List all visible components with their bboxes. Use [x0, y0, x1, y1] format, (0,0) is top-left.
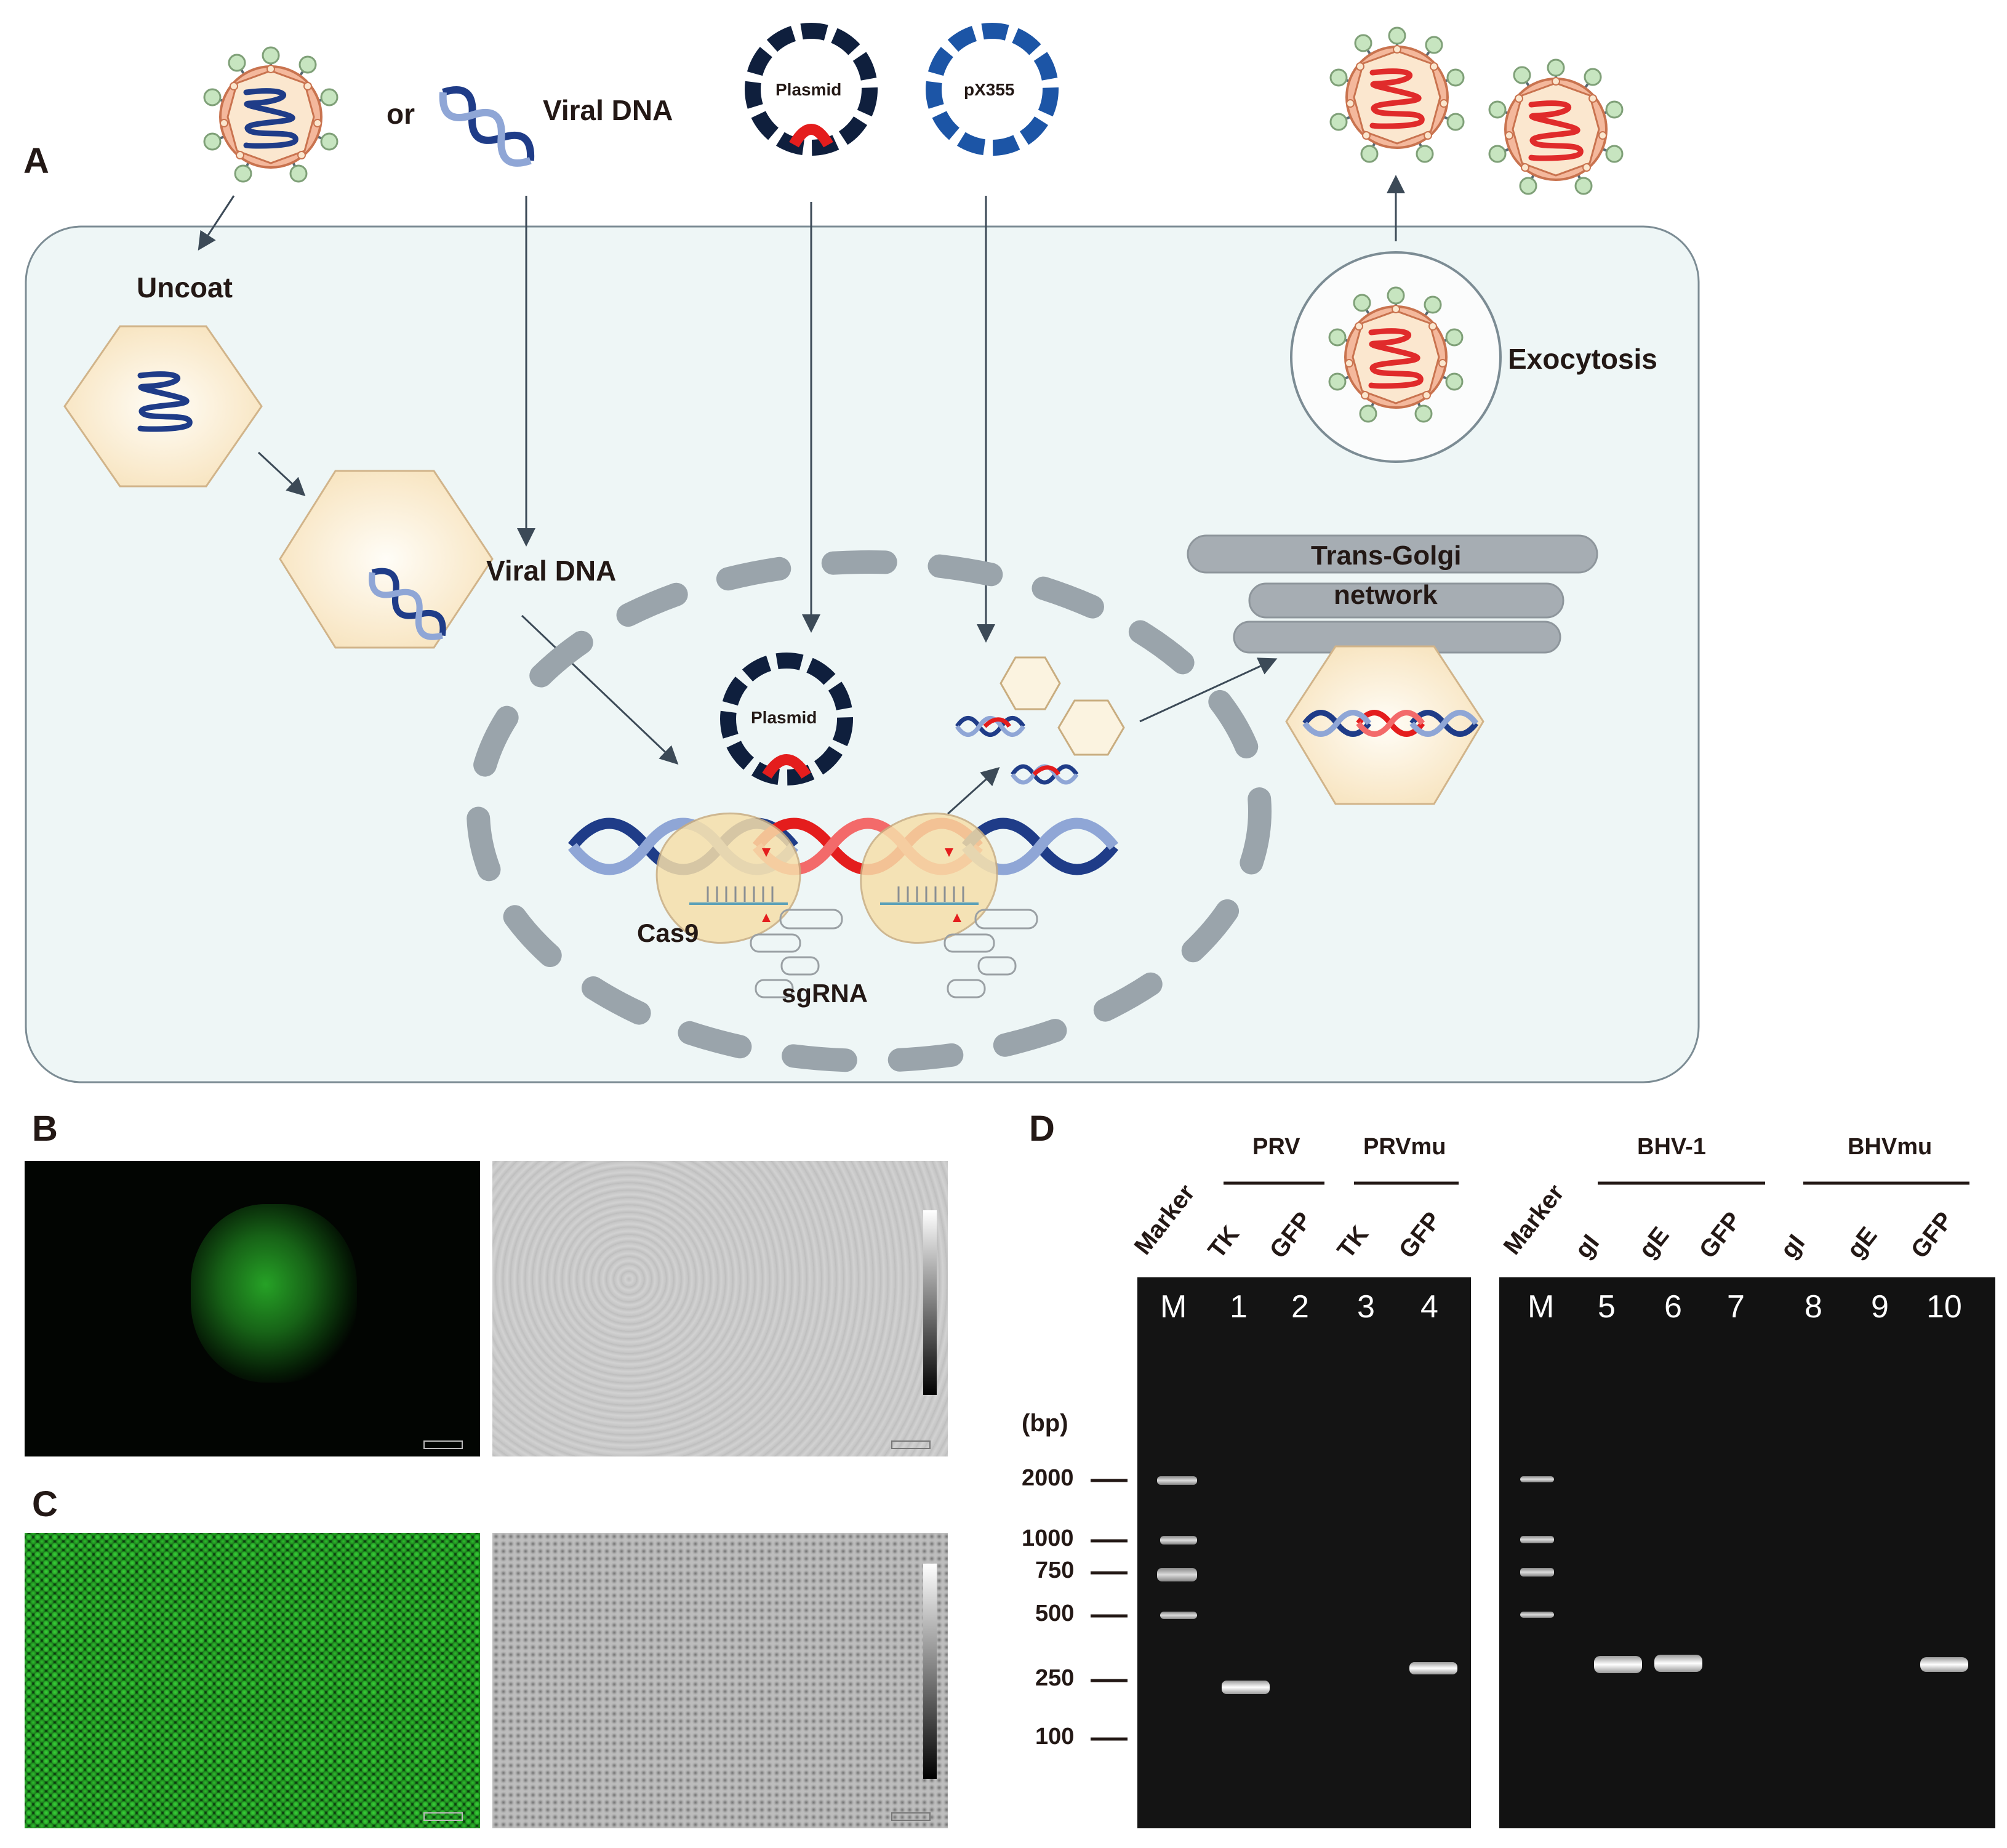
group-prvmu: PRVmu [1363, 1134, 1446, 1160]
panel-d-letter: D [1029, 1109, 1055, 1149]
gel-1 [1137, 1277, 1471, 1828]
gel2-lane-6: 6 [1664, 1289, 1682, 1325]
uncoat-label: Uncoat [137, 271, 233, 303]
network-label: network [1334, 580, 1438, 610]
scale-bar [891, 1812, 931, 1821]
ladder-1000: 1000 [1022, 1525, 1074, 1551]
px355-label: pX355 [964, 80, 1015, 99]
panel-b-fluorescence-image [25, 1161, 480, 1456]
scale-bar [423, 1440, 463, 1449]
gel1-lane-3: 3 [1357, 1289, 1375, 1325]
gel1-lane-m: M [1160, 1289, 1187, 1325]
gel1-lane-4: 4 [1420, 1289, 1438, 1325]
intensity-colorbar [923, 1564, 937, 1779]
scale-bar [891, 1440, 931, 1449]
ladder-500: 500 [1035, 1601, 1075, 1626]
gel2-lane-10: 10 [1926, 1289, 1962, 1325]
trans-golgi-label: Trans-Golgi [1311, 540, 1462, 571]
fluorescent-plaque [191, 1204, 357, 1383]
intensity-colorbar [923, 1210, 937, 1395]
bp-unit-label: (bp) [1022, 1410, 1068, 1437]
viral-dna-top-label: Viral DNA [543, 94, 673, 126]
plasmid-nucleus-label: Plasmid [751, 708, 817, 727]
ladder-2000: 2000 [1022, 1465, 1074, 1491]
group-prv: PRV [1252, 1134, 1300, 1160]
panel-c-fluorescence-image [25, 1533, 480, 1828]
panel-a-letter: A [23, 141, 49, 181]
fluorescent-cells [25, 1533, 480, 1828]
gel-2 [1499, 1277, 1995, 1828]
panel-c-brightfield-image [492, 1533, 948, 1828]
gel1-lane-1: 1 [1230, 1289, 1248, 1325]
plasmid-top-label: Plasmid [775, 80, 842, 99]
panel-b-letter: B [32, 1109, 58, 1149]
gel2-lane-5: 5 [1598, 1289, 1616, 1325]
gel2-lane-m: M [1528, 1289, 1555, 1325]
ladder-750: 750 [1035, 1557, 1075, 1583]
group-bhvmu: BHVmu [1848, 1134, 1933, 1160]
gel1-lane-2: 2 [1291, 1289, 1309, 1325]
gel2-lane-9: 9 [1871, 1289, 1889, 1325]
gel2-lane-8: 8 [1805, 1289, 1822, 1325]
sgrna-label: sgRNA [782, 979, 868, 1008]
exocytosis-label: Exocytosis [1508, 343, 1657, 375]
cells-texture [492, 1533, 948, 1828]
panel-b-brightfield-image [492, 1161, 948, 1456]
panel-a-diagram [25, 23, 1700, 1083]
gel2-lane-7: 7 [1727, 1289, 1745, 1325]
ladder-100: 100 [1035, 1724, 1075, 1750]
ladder-250: 250 [1035, 1665, 1075, 1691]
panel-c-letter: C [32, 1484, 58, 1524]
or-label: or [387, 98, 415, 130]
viral-dna-mid-label: Viral DNA [486, 555, 617, 587]
scale-bar [423, 1812, 463, 1821]
cas9-label: Cas9 [637, 918, 699, 947]
group-bhv1: BHV-1 [1637, 1134, 1706, 1160]
